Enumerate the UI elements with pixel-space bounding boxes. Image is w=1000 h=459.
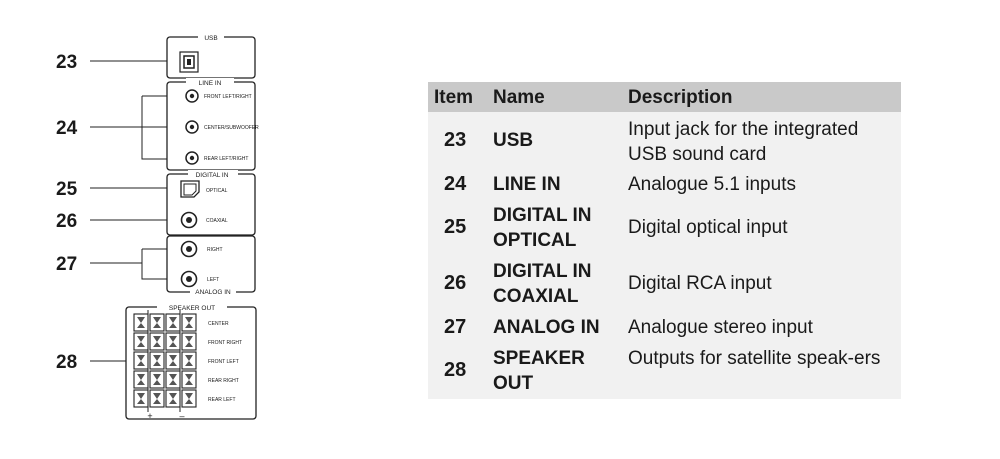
svg-text:CENTER/SUBWOOFER: CENTER/SUBWOOFER [204, 125, 259, 131]
svg-text:FRONT RIGHT: FRONT RIGHT [208, 340, 242, 346]
analog-in-panel: ANALOG IN RIGHT LEFT [166, 235, 256, 296]
svg-text:USB: USB [204, 35, 217, 42]
svg-text:REAR LEFT: REAR LEFT [208, 397, 236, 403]
svg-text:FRONT LEFT/RIGHT: FRONT LEFT/RIGHT [204, 94, 252, 100]
digital-in-panel: DIGITAL IN OPTICAL COAXIAL [166, 170, 256, 236]
svg-text:COAXIAL: COAXIAL [206, 218, 228, 224]
svg-text:FRONT LEFT: FRONT LEFT [208, 359, 239, 365]
speaker-terminals [133, 310, 197, 412]
svg-text:DIGITAL IN: DIGITAL IN [196, 172, 229, 179]
header-item: Item [434, 87, 474, 108]
table-row: 27 ANALOG IN Analogue stereo input [444, 316, 813, 338]
svg-text:REAR LEFT/RIGHT: REAR LEFT/RIGHT [204, 156, 248, 162]
header-description: Description [628, 87, 733, 108]
connector-panel-diagram: 23 24 25 26 27 28 USB LINE IN FRONT LEFT… [56, 33, 259, 421]
callout-26: 26 [56, 211, 77, 232]
svg-text:LINE IN: LINE IN [199, 80, 222, 87]
svg-text:ANALOG IN: ANALOG IN [195, 289, 231, 296]
callout-28: 28 [56, 352, 77, 373]
svg-text:CENTER: CENTER [208, 321, 229, 327]
table-row: 23 USB Input jack for the integrated USB… [444, 119, 859, 165]
svg-text:–: – [179, 411, 184, 421]
connector-table: Item Name Description 23 USB Input jack … [428, 82, 901, 399]
table-header: Item Name Description [428, 82, 901, 112]
table-row: 26 DIGITAL IN COAXIAL Digital RCA input [444, 261, 772, 307]
svg-text:OPTICAL: OPTICAL [206, 188, 228, 194]
callout-24: 24 [56, 118, 78, 139]
svg-text:RIGHT: RIGHT [207, 247, 223, 253]
callout-23: 23 [56, 52, 77, 73]
svg-text:REAR RIGHT: REAR RIGHT [208, 378, 239, 384]
callout-25: 25 [56, 179, 78, 200]
line-in-panel: LINE IN FRONT LEFT/RIGHT CENTER/SUBWOOFE… [166, 78, 259, 171]
speaker-out-panel: SPEAKER OUT CENTER FRONT RIGHT FRONT LEF… [125, 303, 257, 421]
svg-text:LEFT: LEFT [207, 277, 219, 283]
table-row: 28 SPEAKER OUT Outputs for satellite spe… [444, 348, 881, 394]
svg-text:+: + [147, 411, 152, 421]
table-row: 25 DIGITAL IN OPTICAL Digital optical in… [444, 205, 788, 251]
svg-text:SPEAKER OUT: SPEAKER OUT [169, 305, 215, 312]
table-row: 24 LINE IN Analogue 5.1 inputs [444, 173, 796, 195]
header-name: Name [493, 87, 545, 108]
callout-27: 27 [56, 254, 77, 275]
usb-panel: USB [166, 33, 256, 79]
